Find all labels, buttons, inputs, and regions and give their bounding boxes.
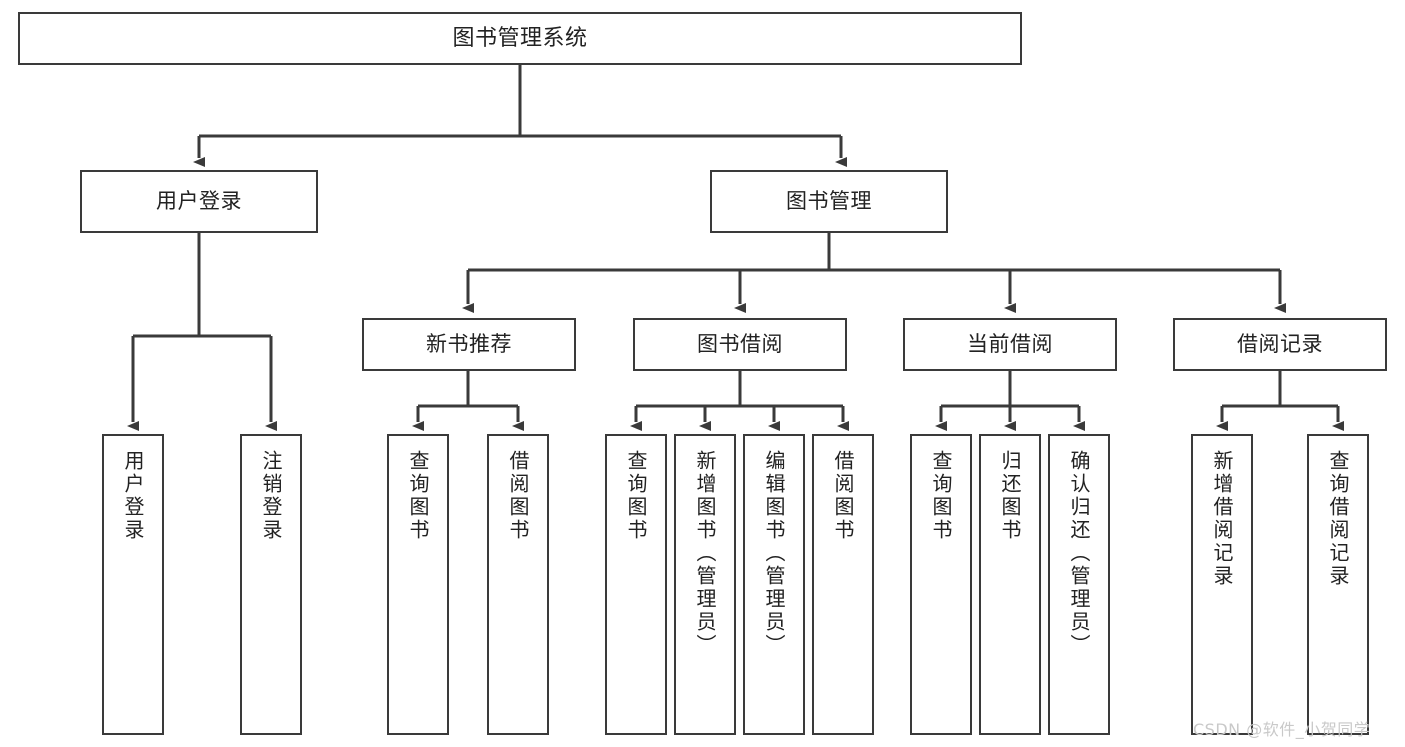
node-leaf-new-book-borrow[interactable]: 借阅图书 — [487, 434, 549, 735]
node-borrow-records[interactable]: 借阅记录 — [1173, 318, 1387, 371]
node-leaf-current-query[interactable]: 查询图书 — [910, 434, 972, 735]
node-label: 查询图书 — [406, 450, 430, 542]
node-new-book-recommend[interactable]: 新书推荐 — [362, 318, 576, 371]
node-label: 借阅图书 — [831, 450, 855, 542]
node-leaf-new-book-query[interactable]: 查询图书 — [387, 434, 449, 735]
node-root-book-management-system[interactable]: 图书管理系统 — [18, 12, 1022, 65]
node-leaf-current-confirm-return-admin[interactable]: 确认归还（管理员） — [1048, 434, 1110, 735]
node-book-management[interactable]: 图书管理 — [710, 170, 948, 233]
node-label: 用户登录 — [156, 189, 242, 214]
node-label: 新增图书（管理员） — [693, 450, 717, 657]
node-label: 图书管理系统 — [452, 25, 588, 51]
node-leaf-records-add[interactable]: 新增借阅记录 — [1191, 434, 1253, 735]
node-label: 新增借阅记录 — [1210, 450, 1234, 588]
node-leaf-records-query[interactable]: 查询借阅记录 — [1307, 434, 1369, 735]
node-label: 图书借阅 — [697, 332, 783, 357]
node-label: 当前借阅 — [967, 332, 1053, 357]
node-book-borrow[interactable]: 图书借阅 — [633, 318, 847, 371]
node-label: 查询图书 — [929, 450, 953, 542]
node-leaf-borrow-borrow-book[interactable]: 借阅图书 — [812, 434, 874, 735]
node-label: 归还图书 — [998, 450, 1022, 542]
node-leaf-borrow-query[interactable]: 查询图书 — [605, 434, 667, 735]
node-label: 用户登录 — [121, 450, 145, 542]
node-label: 查询借阅记录 — [1326, 450, 1350, 588]
node-label: 借阅图书 — [506, 450, 530, 542]
node-leaf-user-login-logout[interactable]: 注销登录 — [240, 434, 302, 735]
node-label: 编辑图书（管理员） — [762, 450, 786, 657]
node-label: 查询图书 — [624, 450, 648, 542]
node-label: 新书推荐 — [426, 332, 512, 357]
node-leaf-current-return[interactable]: 归还图书 — [979, 434, 1041, 735]
node-label: 确认归还（管理员） — [1067, 450, 1091, 657]
node-leaf-borrow-edit-book-admin[interactable]: 编辑图书（管理员） — [743, 434, 805, 735]
node-leaf-borrow-add-book-admin[interactable]: 新增图书（管理员） — [674, 434, 736, 735]
node-label: 图书管理 — [786, 189, 872, 214]
node-label: 注销登录 — [259, 450, 283, 542]
node-leaf-user-login-login[interactable]: 用户登录 — [102, 434, 164, 735]
node-user-login[interactable]: 用户登录 — [80, 170, 318, 233]
node-current-borrow[interactable]: 当前借阅 — [903, 318, 1117, 371]
node-label: 借阅记录 — [1237, 332, 1323, 357]
